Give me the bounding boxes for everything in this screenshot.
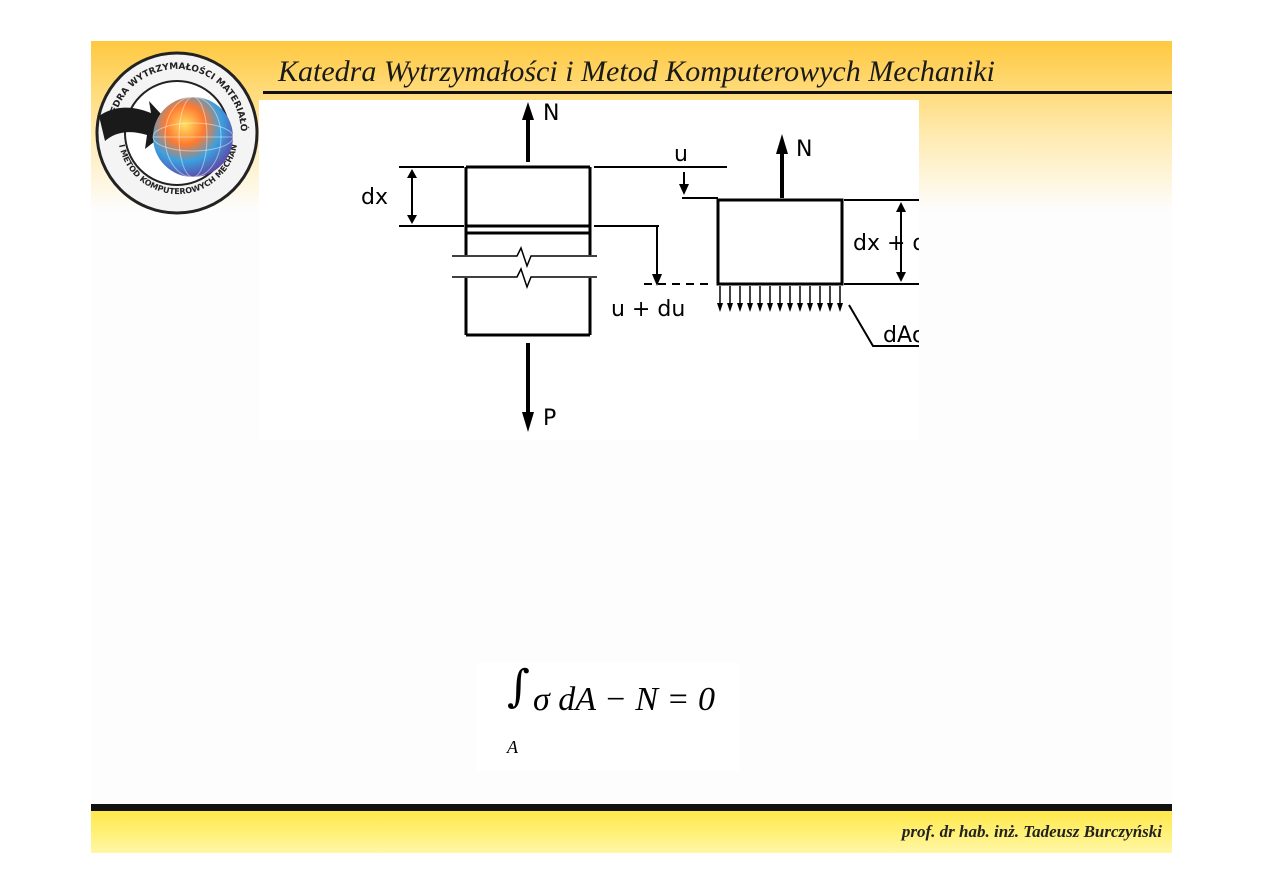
footer-rule (91, 804, 1172, 811)
label-P: P (543, 406, 556, 431)
globe-arrow-logo-icon: KATEDRA WYTRZYMAŁOŚCI MATERIAŁÓW I METOD… (91, 41, 259, 215)
slide: Katedra Wytrzymałości i Metod Komputerow… (91, 41, 1172, 853)
bar-element-diagram: N dx P u u + du N dx + du dAσ (259, 100, 919, 440)
label-N-top: N (543, 101, 559, 126)
footer-author: prof. dr hab. inż. Tadeusz Burczyński (901, 822, 1162, 841)
label-u: u (674, 142, 688, 167)
label-dA-sigma: dAσ (883, 323, 919, 348)
formula-body: σ dA − N = 0 (533, 681, 715, 718)
formula-subscript: A (507, 737, 518, 757)
formula: ∫ σ dA − N = 0 A (477, 661, 739, 771)
label-dx-plus-du: dx + du (853, 231, 919, 256)
label-u-plus-du: u + du (611, 297, 685, 322)
header-title: Katedra Wytrzymałości i Metod Komputerow… (278, 55, 995, 88)
label-N-right: N (796, 137, 812, 162)
label-dx: dx (361, 185, 388, 210)
integral-sign: ∫ (507, 661, 530, 712)
header-rule (263, 91, 1172, 94)
footer-band: prof. dr hab. inż. Tadeusz Burczyński (91, 811, 1172, 853)
